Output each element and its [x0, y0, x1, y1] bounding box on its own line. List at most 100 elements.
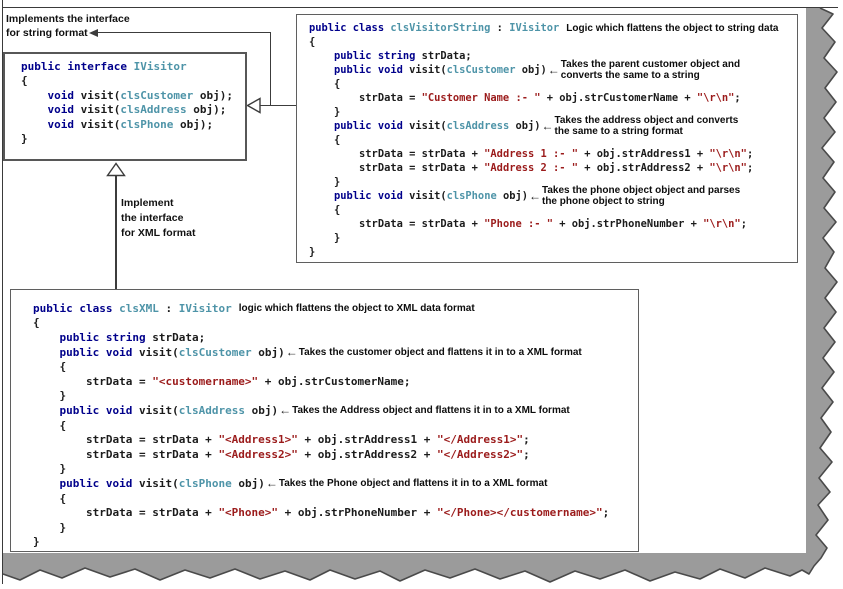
- code-token: ;: [734, 92, 741, 104]
- code-token: "Address 2 :- ": [484, 162, 579, 174]
- code-token: clsXML: [119, 301, 159, 315]
- code-line: public void visit(clsAddress obj)←Takes …: [309, 115, 797, 138]
- code-token: public string: [59, 330, 153, 344]
- code-token: + obj.strAddress2 +: [297, 447, 437, 461]
- annotation-text: Takes the customer object and flattens i…: [298, 346, 582, 358]
- code-line: public void visit(clsPhone obj)←Takes th…: [309, 185, 797, 208]
- code-token: visit(: [409, 64, 447, 76]
- code-token: {: [33, 491, 67, 505]
- code-token: [33, 477, 60, 490]
- code-annotation: ←Takes the customer object and flattens …: [285, 346, 582, 358]
- annotation-text: logic which flattens the object to XML d…: [238, 302, 475, 314]
- code-token: :: [158, 301, 179, 315]
- code-token: {: [309, 204, 341, 216]
- code-token: public void: [334, 64, 410, 76]
- arrow-left-icon: ←: [541, 119, 554, 133]
- code-token: public void: [59, 403, 139, 417]
- code-token: strData = strData +: [33, 447, 219, 461]
- code-line: public class clsVisitorString : IVisitor…: [309, 21, 797, 35]
- code-line: {: [33, 491, 638, 506]
- code-annotation: ←Takes the Phone object and flattens it …: [265, 476, 548, 491]
- code-annotation: Logic which flattens the object to strin…: [566, 23, 778, 34]
- code-token: visit(: [138, 345, 179, 359]
- label-line: for XML format: [121, 227, 196, 239]
- label-implement-xml-format: Implement the interface for XML format: [121, 196, 195, 241]
- code-line: }: [33, 389, 638, 404]
- code-token: ;: [602, 506, 610, 520]
- code-token: "\r\n": [709, 162, 747, 174]
- code-line: public void visit(clsCustomer obj)←Takes…: [309, 59, 797, 82]
- code-line: {: [309, 35, 797, 49]
- code-line: {: [21, 74, 245, 89]
- code-token: {: [33, 316, 40, 330]
- code-token: [309, 120, 334, 132]
- code-token: obj);: [173, 117, 214, 131]
- code-token: visit(: [138, 403, 179, 417]
- code-token: [309, 50, 334, 62]
- code-line: public void visit(clsPhone obj)←Takes th…: [33, 476, 638, 491]
- code-token: "<Address2>": [218, 447, 298, 461]
- realization-triangle-up-icon: [106, 162, 126, 177]
- code-token: "\r\n": [703, 218, 741, 230]
- code-line: }: [309, 245, 797, 259]
- code-token: obj): [496, 190, 528, 202]
- code-token: obj): [251, 345, 285, 359]
- code-token: visit(: [409, 190, 447, 202]
- code-token: obj);: [186, 103, 227, 117]
- code-token: ;: [746, 148, 754, 160]
- code-token: clsAddress: [120, 103, 187, 117]
- code-token: clsAddress: [446, 120, 510, 132]
- code-token: {: [309, 78, 341, 90]
- code-token: clsPhone: [446, 190, 497, 202]
- code-token: public void: [59, 345, 139, 359]
- code-token: visit(: [80, 103, 121, 117]
- code-token: "Phone :- ": [484, 218, 553, 230]
- code-line: {: [33, 316, 638, 331]
- code-token: [33, 346, 60, 359]
- code-token: }: [33, 535, 40, 549]
- code-line: public interface IVisitor: [21, 59, 245, 74]
- code-token: visit(: [80, 117, 121, 131]
- code-token: ;: [523, 433, 530, 447]
- annotation-text: Takes the Address object and flattens it…: [292, 404, 570, 416]
- arrow-left-icon: ←: [547, 63, 560, 77]
- code-line: strData = strData + "<Address2>" + obj.s…: [33, 447, 638, 462]
- code-token: strData =: [33, 374, 153, 388]
- code-token: strData;: [421, 50, 472, 62]
- code-token: clsAddress: [178, 403, 245, 417]
- code-token: + obj.strAddress1 +: [578, 148, 710, 160]
- code-token: }: [309, 246, 316, 258]
- page-border-left: [2, 0, 3, 584]
- code-token: [33, 404, 60, 417]
- code-line: strData = strData + "<Address1>" + obj.s…: [33, 432, 638, 447]
- code-token: }: [33, 462, 67, 476]
- code-token: void: [47, 88, 81, 102]
- code-token: "<Phone>": [218, 506, 279, 520]
- code-token: {: [33, 418, 67, 432]
- connector-label-vertical: [270, 32, 272, 106]
- connector-label-horizontal: [97, 32, 271, 34]
- code-token: public string: [334, 50, 422, 62]
- code-token: }: [309, 176, 341, 188]
- code-token: "\r\n": [696, 92, 735, 104]
- arrow-left-icon: ←: [265, 476, 278, 491]
- code-token: void: [47, 103, 81, 117]
- code-token: + obj.strCustomerName;: [258, 374, 411, 388]
- code-token: strData = strData +: [309, 218, 485, 230]
- code-token: "</Phone></customername>": [437, 506, 603, 520]
- annotation-text: Logic which flattens the object to strin…: [566, 22, 779, 34]
- code-line: }: [33, 535, 638, 550]
- ivisitor-interface-box: public interface IVisitor{ void visit(cl…: [3, 52, 247, 161]
- code-line: void visit(clsPhone obj);: [21, 117, 245, 132]
- code-token: "Customer Name :- ": [421, 92, 541, 104]
- arrow-left-icon: ←: [279, 403, 292, 418]
- code-token: visit(: [138, 476, 179, 490]
- code-token: obj);: [193, 88, 233, 102]
- code-line: public void visit(clsAddress obj)←Takes …: [33, 403, 638, 418]
- code-token: obj): [509, 120, 541, 132]
- code-token: public class: [309, 22, 391, 34]
